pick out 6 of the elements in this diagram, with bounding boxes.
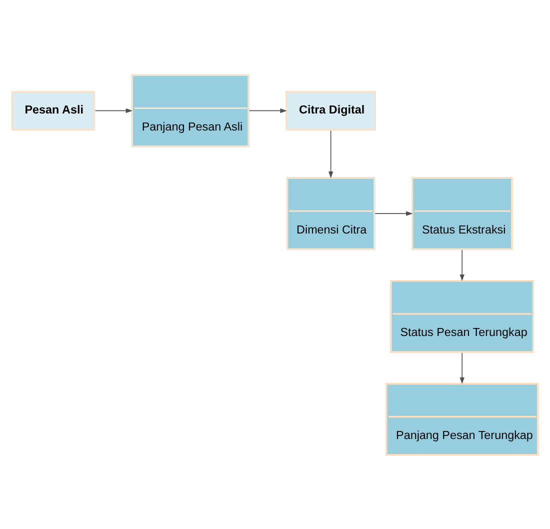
arrow bbox=[460, 249, 464, 281]
arrow bbox=[94, 108, 133, 113]
arrow bbox=[374, 210, 413, 216]
arrow bbox=[328, 130, 334, 178]
arrow bbox=[460, 352, 464, 384]
arrow bbox=[248, 108, 287, 113]
